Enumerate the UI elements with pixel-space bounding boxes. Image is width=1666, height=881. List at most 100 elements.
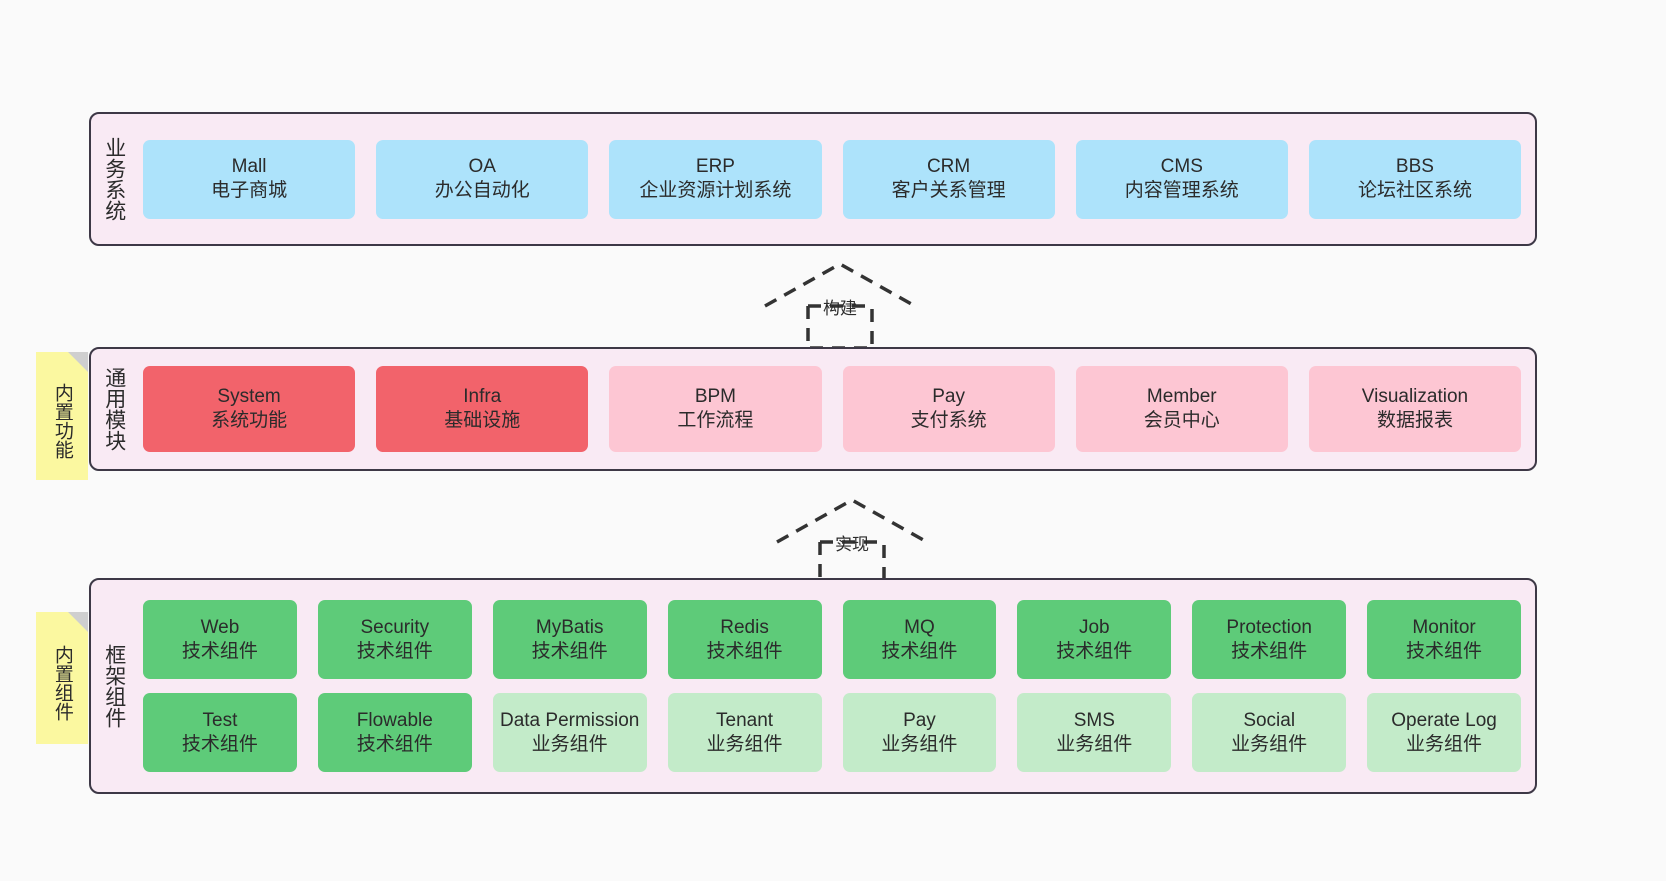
card-redis[interactable]: Redis 技术组件 bbox=[667, 600, 822, 679]
card-cms[interactable]: CMS 内容管理系统 bbox=[1075, 139, 1288, 219]
card-subtitle: 业务组件 bbox=[881, 733, 958, 755]
card-subtitle: 技术组件 bbox=[881, 640, 958, 662]
card-title: SMS bbox=[1073, 709, 1115, 731]
card-subtitle: 技术组件 bbox=[181, 640, 258, 662]
card-title: CMS bbox=[1160, 156, 1203, 178]
card-subtitle: 技术组件 bbox=[706, 640, 783, 662]
card-tenant[interactable]: Tenant 业务组件 bbox=[667, 693, 822, 772]
card-title: Monitor bbox=[1412, 616, 1476, 638]
note-builtin-component-label: 内置组件 bbox=[51, 645, 73, 721]
card-mall[interactable]: Mall 电子商城 bbox=[143, 139, 356, 219]
card-mybatis[interactable]: MyBatis 技术组件 bbox=[492, 600, 647, 679]
card-title: BBS bbox=[1395, 156, 1434, 178]
card-row: Web 技术组件 Security 技术组件 MyBatis 技术组件 Redi… bbox=[143, 600, 1521, 679]
card-job[interactable]: Job 技术组件 bbox=[1017, 600, 1172, 679]
card-title: Redis bbox=[720, 616, 769, 638]
connector-build: 构建 bbox=[760, 256, 920, 352]
note-builtin-feature: 内置功能 bbox=[36, 352, 88, 480]
card-subtitle: 工作流程 bbox=[677, 410, 754, 431]
card-subtitle: 技术组件 bbox=[356, 640, 433, 662]
card-title: Visualization bbox=[1361, 386, 1469, 408]
card-crm[interactable]: CRM 客户关系管理 bbox=[842, 139, 1055, 219]
card-title: ERP bbox=[695, 156, 735, 178]
card-title: Web bbox=[200, 616, 240, 638]
card-subtitle: 会员中心 bbox=[1143, 410, 1220, 431]
card-subtitle: 企业资源计划系统 bbox=[639, 180, 792, 201]
card-subtitle: 技术组件 bbox=[356, 733, 433, 755]
card-sms[interactable]: SMS 业务组件 bbox=[1017, 693, 1172, 772]
card-subtitle: 业务组件 bbox=[1056, 733, 1133, 755]
card-subtitle: 办公自动化 bbox=[434, 180, 530, 201]
card-title: Pay bbox=[932, 386, 965, 408]
connector-build-label: 构建 bbox=[823, 299, 857, 318]
card-title: Operate Log bbox=[1391, 709, 1497, 731]
card-test[interactable]: Test 技术组件 bbox=[143, 693, 297, 772]
card-subtitle: 数据报表 bbox=[1376, 410, 1453, 431]
card-subtitle: 技术组件 bbox=[1231, 640, 1308, 662]
card-title: MyBatis bbox=[535, 616, 604, 638]
card-title: Infra bbox=[463, 386, 502, 408]
card-erp[interactable]: ERP 企业资源计划系统 bbox=[609, 139, 822, 219]
layer-business-system: 业务系统 Mall 电子商城 OA 办公自动化 ERP 企业资源计划系统 CRM… bbox=[89, 112, 1537, 246]
layer-common-module: 通用模块 System 系统功能 Infra 基础设施 BPM 工作流程 Pay… bbox=[89, 347, 1537, 471]
card-bpm[interactable]: BPM 工作流程 bbox=[609, 366, 822, 452]
card-title: Security bbox=[360, 616, 430, 638]
card-subtitle: 业务组件 bbox=[531, 733, 608, 755]
card-member[interactable]: Member 会员中心 bbox=[1075, 366, 1288, 452]
card-title: Tenant bbox=[716, 709, 774, 731]
layer-business-system-title: 业务系统 bbox=[102, 137, 126, 221]
card-title: System bbox=[217, 386, 281, 408]
card-title: Pay bbox=[903, 709, 936, 731]
card-subtitle: 电子商城 bbox=[211, 180, 288, 201]
card-security[interactable]: Security 技术组件 bbox=[317, 600, 472, 679]
layer-framework-component-body: Web 技术组件 Security 技术组件 MyBatis 技术组件 Redi… bbox=[137, 580, 1535, 792]
connector-implement: 实现 bbox=[772, 492, 932, 588]
card-subtitle: 基础设施 bbox=[444, 410, 521, 431]
card-title: OA bbox=[468, 156, 496, 178]
card-subtitle: 技术组件 bbox=[181, 733, 258, 755]
note-builtin-feature-label: 内置功能 bbox=[51, 383, 73, 459]
card-subtitle: 业务组件 bbox=[706, 733, 783, 755]
note-fold-icon bbox=[68, 352, 88, 372]
card-social[interactable]: Social 业务组件 bbox=[1192, 693, 1347, 772]
card-pay[interactable]: Pay 支付系统 bbox=[842, 366, 1055, 452]
card-title: Protection bbox=[1226, 616, 1312, 638]
layer-business-system-body: Mall 电子商城 OA 办公自动化 ERP 企业资源计划系统 CRM 客户关系… bbox=[137, 114, 1535, 244]
card-title: CRM bbox=[926, 156, 971, 178]
connector-implement-label: 实现 bbox=[835, 535, 869, 554]
card-title: Test bbox=[202, 709, 238, 731]
card-subtitle: 技术组件 bbox=[1056, 640, 1133, 662]
card-subtitle: 论坛社区系统 bbox=[1357, 180, 1472, 201]
layer-framework-component: 框架组件 Web 技术组件 Security 技术组件 MyBatis 技术组件… bbox=[89, 578, 1537, 794]
card-oa[interactable]: OA 办公自动化 bbox=[376, 139, 589, 219]
card-mq[interactable]: MQ 技术组件 bbox=[842, 600, 997, 679]
card-title: Social bbox=[1243, 709, 1296, 731]
card-title: Mall bbox=[231, 156, 267, 178]
card-title: Member bbox=[1146, 386, 1217, 408]
card-subtitle: 业务组件 bbox=[1406, 733, 1483, 755]
card-operate-log[interactable]: Operate Log 业务组件 bbox=[1367, 693, 1521, 772]
card-monitor[interactable]: Monitor 技术组件 bbox=[1367, 600, 1521, 679]
note-builtin-component: 内置组件 bbox=[36, 612, 88, 744]
card-bbs[interactable]: BBS 论坛社区系统 bbox=[1308, 139, 1522, 219]
card-data-permission[interactable]: Data Permission 业务组件 bbox=[492, 693, 647, 772]
layer-framework-component-title: 框架组件 bbox=[102, 644, 126, 728]
card-row: Test 技术组件 Flowable 技术组件 Data Permission … bbox=[143, 693, 1521, 772]
card-subtitle: 业务组件 bbox=[1231, 733, 1308, 755]
card-system[interactable]: System 系统功能 bbox=[143, 366, 356, 452]
card-web[interactable]: Web 技术组件 bbox=[143, 600, 297, 679]
card-subtitle: 支付系统 bbox=[910, 410, 987, 431]
card-pay-component[interactable]: Pay 业务组件 bbox=[842, 693, 997, 772]
card-infra[interactable]: Infra 基础设施 bbox=[376, 366, 589, 452]
card-subtitle: 系统功能 bbox=[211, 410, 288, 431]
layer-common-module-body: System 系统功能 Infra 基础设施 BPM 工作流程 Pay 支付系统… bbox=[137, 349, 1535, 469]
note-fold-icon bbox=[68, 612, 88, 632]
card-protection[interactable]: Protection 技术组件 bbox=[1192, 600, 1347, 679]
card-title: Job bbox=[1078, 616, 1110, 638]
card-flowable[interactable]: Flowable 技术组件 bbox=[317, 693, 472, 772]
card-visualization[interactable]: Visualization 数据报表 bbox=[1308, 366, 1522, 452]
card-title: Flowable bbox=[356, 709, 433, 731]
card-title: Data Permission bbox=[499, 709, 640, 731]
card-title: BPM bbox=[694, 386, 737, 408]
